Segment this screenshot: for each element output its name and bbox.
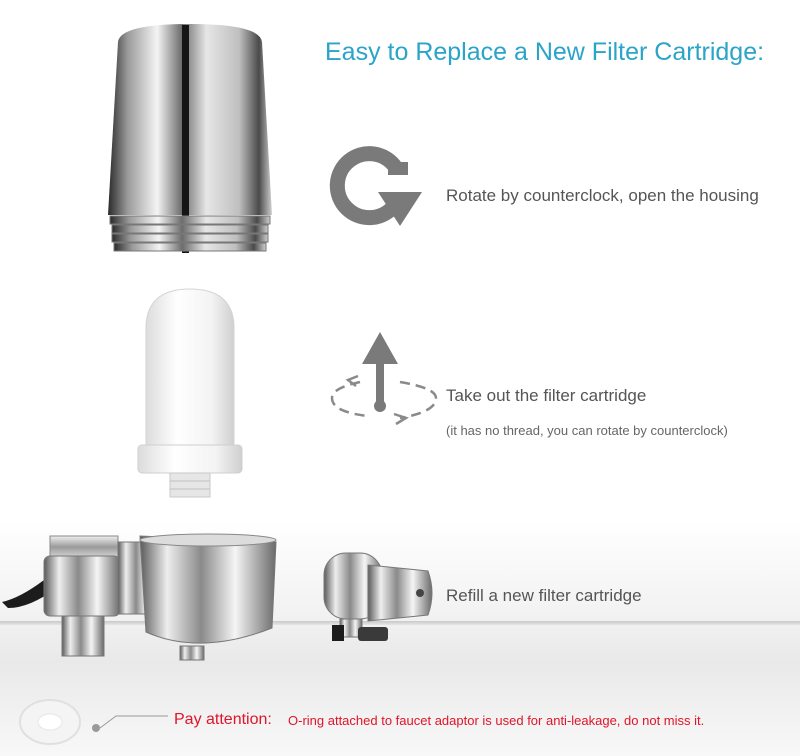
faucet-filter-icon bbox=[323, 552, 433, 641]
chrome-housing-image bbox=[108, 24, 272, 253]
step-2-text: Take out the filter cartridge bbox=[446, 386, 647, 405]
rotate-arrow-icon bbox=[329, 146, 422, 226]
o-ring-image bbox=[19, 699, 168, 745]
step-1-text: Rotate by counterclock, open the housing bbox=[446, 186, 759, 205]
filter-cartridge-image bbox=[137, 288, 243, 498]
counter-edge bbox=[0, 621, 800, 625]
step-2-note: (it has no thread, you can rotate by cou… bbox=[446, 423, 728, 438]
attention-label: Pay attention: bbox=[174, 711, 272, 728]
step-3-text: Refill a new filter cartridge bbox=[446, 586, 642, 605]
lift-rotate-icon bbox=[330, 332, 438, 426]
attention-text: O-ring attached to faucet adaptor is use… bbox=[288, 713, 705, 728]
faucet-assembly-image bbox=[2, 533, 277, 661]
page-title: Easy to Replace a New Filter Cartridge: bbox=[325, 38, 765, 66]
